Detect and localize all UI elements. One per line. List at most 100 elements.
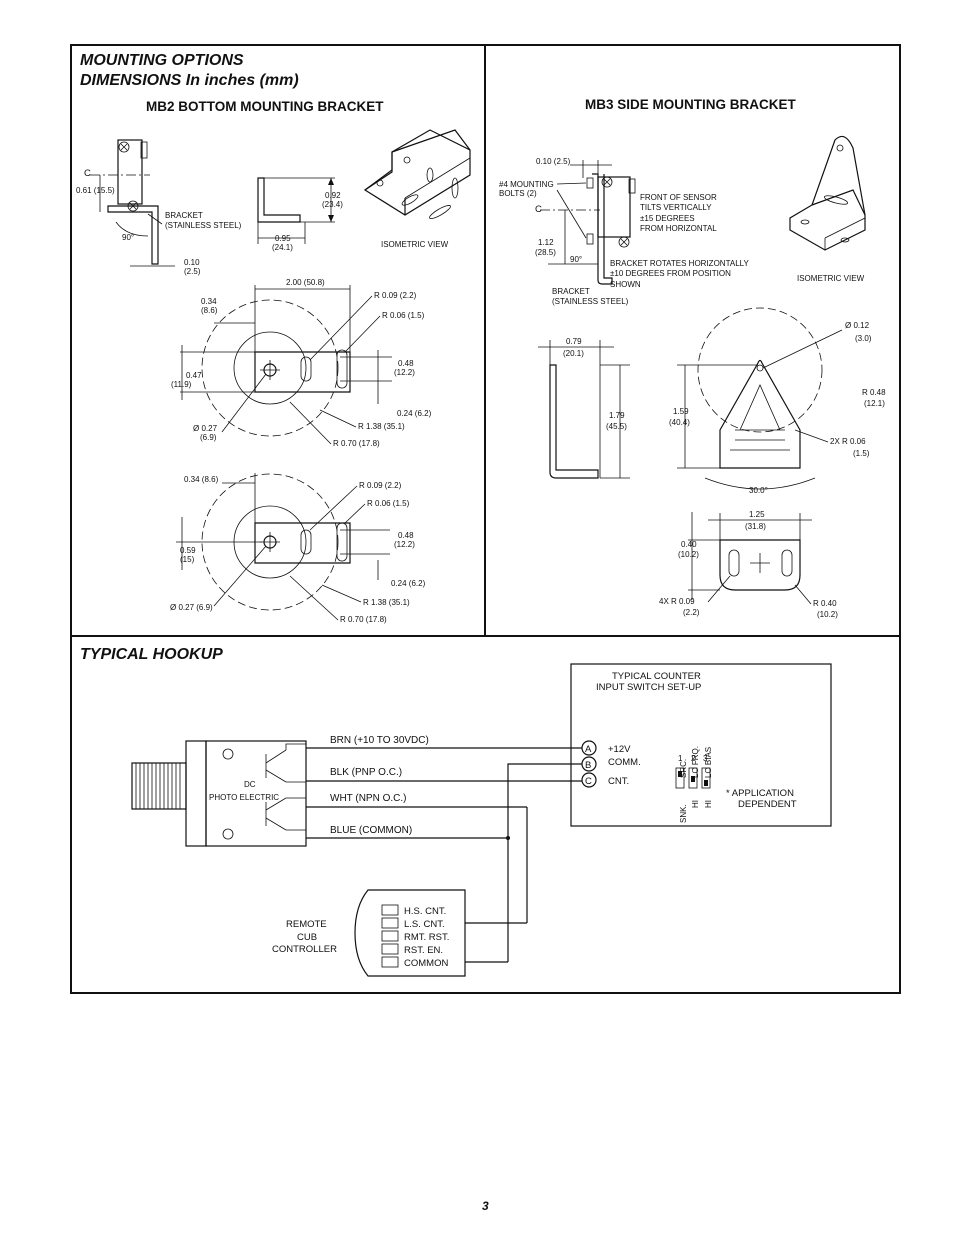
mb2-top-view: 2.00 (50.8) 0.34 (8.6) R 0.09 (2.2) R 0.…	[171, 278, 432, 448]
mb3-r009a: 4X R 0.09	[659, 597, 695, 606]
sensor-label-2: PHOTO ELECTRIC	[209, 793, 279, 802]
mb2-r138: R 1.38 (35.1)	[358, 422, 405, 431]
mb2-dim-095a: 0.95	[275, 234, 291, 243]
remote-input-common: COMMON	[404, 958, 448, 969]
mounting-title: MOUNTING OPTIONS	[80, 52, 244, 69]
mb3-angle-30: 30.0°	[749, 486, 768, 495]
mb3-angle-90: 90°	[570, 255, 582, 264]
mb2-alt-r138: R 1.38 (35.1)	[363, 598, 410, 607]
mb3-dim-040a: 0.40	[681, 540, 697, 549]
switch-num-1: 1	[678, 754, 683, 763]
mb2-dim-034b: (8.6)	[201, 306, 218, 315]
terminal-a-label: +12V	[608, 744, 631, 755]
mb3-rot-b: ±10 DEGREES FROM POSITION	[610, 269, 731, 278]
counter-title-2: INPUT SWITCH SET-UP	[596, 682, 701, 693]
mb2-dim-010b: (2.5)	[184, 267, 201, 276]
wire-brn: BRN (+10 TO 30VDC)	[330, 735, 429, 746]
mb2-bracket-profile: 0.92 (23.4) 0.95 (24.1)	[257, 177, 343, 252]
counter-title-1: TYPICAL COUNTER	[612, 671, 701, 682]
dip-switch-1	[675, 767, 685, 789]
dimensions-title: DIMENSIONS In inches (mm)	[80, 72, 299, 89]
wire-wht: WHT (NPN O.C.)	[330, 793, 406, 804]
mb3-dim-125b: (31.8)	[745, 522, 766, 531]
mb3-r048a: R 0.48	[862, 388, 886, 397]
mb2-dim-034-full: 0.34 (8.6)	[184, 475, 219, 484]
mb2-r009: R 0.09 (2.2)	[374, 291, 417, 300]
mb2-bracket-note-2: (STAINLESS STEEL)	[165, 221, 242, 230]
mb2-alt-r009: R 0.09 (2.2)	[359, 481, 402, 490]
mb2-r070: R 0.70 (17.8)	[333, 439, 380, 448]
mb2-dim-095b: (24.1)	[272, 243, 293, 252]
mb3-tilt-d: FROM HORIZONTAL	[640, 224, 717, 233]
mb2-isometric: ISOMETRIC VIEW	[363, 129, 471, 249]
mb2-dia027-full: Ø 0.27 (6.9)	[170, 603, 213, 612]
mb2-alt-r006: R 0.06 (1.5)	[367, 499, 410, 508]
sensor-label-1: DC	[244, 780, 256, 789]
mb3-side-view: 0.10 (2.5) #4 MOUNTING BOLTS (2) C 1.12 …	[499, 157, 750, 306]
switch-label-lobias: LO BIAS	[704, 747, 713, 778]
mb3-rot-a: BRACKET ROTATES HORIZONTALLY	[610, 259, 750, 268]
mb3-isometric-label: ISOMETRIC VIEW	[797, 274, 865, 283]
remote-label-1: REMOTE	[286, 919, 327, 930]
mb2-dim-092a: 0.92	[325, 191, 341, 200]
mb3-r040a: R 0.40	[813, 599, 837, 608]
mb3-bottom-view: 1.25 (31.8) 0.40 (10.2) 4X R 0.09 (2.2) …	[659, 510, 838, 619]
hookup-title: TYPICAL HOOKUP	[80, 646, 223, 663]
mb3-dim-112b: (28.5)	[535, 248, 556, 257]
mb3-r009b: (2.2)	[683, 608, 700, 617]
mb3-header: MB3 SIDE MOUNTING BRACKET	[585, 97, 797, 112]
dip-switch-3	[701, 767, 711, 789]
mb3-bolts-a: #4 MOUNTING	[499, 180, 554, 189]
remote-input-ls: L.S. CNT.	[404, 919, 445, 930]
mb3-tilt-b: TILTS VERTICALLY	[640, 203, 712, 212]
mb2-dim-200: 2.00 (50.8)	[286, 278, 325, 287]
mb2-header: MB2 BOTTOM MOUNTING BRACKET	[146, 99, 384, 114]
mb2-alt-dim-048b: (12.2)	[394, 540, 415, 549]
mb2-alt-dim-048a: 0.48	[398, 531, 414, 540]
mb2-dim-048a: 0.48	[398, 359, 414, 368]
mb2-r006: R 0.06 (1.5)	[382, 311, 425, 320]
mb3-dim-159b: (40.4)	[669, 418, 690, 427]
mb3-r048b: (12.1)	[864, 399, 885, 408]
switch-label-hi-3: HI	[704, 800, 713, 808]
page-frame	[70, 44, 901, 994]
mb3-front-profile: 0.79 (20.1) 1.79 (45.5)	[538, 337, 630, 479]
mb2-dim-034a: 0.34	[201, 297, 217, 306]
switch-label-src: SRC.	[679, 759, 688, 778]
counter-box: TYPICAL COUNTER INPUT SWITCH SET-UP SRC.…	[570, 663, 832, 827]
mb2-top-view-alt: 0.34 (8.6) R 0.09 (2.2) R 0.06 (1.5) 0.4…	[170, 473, 426, 624]
mb3-dim-112a: 1.12	[538, 238, 554, 247]
remote-controller: REMOTE CUB CONTROLLER H.S. CNT. L.S. CNT…	[272, 889, 466, 977]
remote-label-3: CONTROLLER	[272, 944, 337, 955]
wiring: BRN (+10 TO 30VDC) BLK (PNP O.C.) WHT (N…	[306, 735, 582, 963]
mb3-face-view: 1.59 (40.4) Ø 0.12 (3.0) R 0.48 (12.1) 2…	[669, 307, 886, 495]
mb2-dim-092b: (23.4)	[322, 200, 343, 209]
mb3-bracket-a: BRACKET	[552, 287, 590, 296]
wire-blk: BLK (PNP O.C.)	[330, 767, 402, 778]
mb3-dia012b: (3.0)	[855, 334, 872, 343]
switch-num-3: 3	[703, 754, 708, 763]
terminal-b-label: COMM.	[608, 757, 641, 768]
mb2-dim-047a: 0.47	[186, 371, 202, 380]
mb2-centerline: C	[84, 168, 91, 179]
mb3-bolts-b: BOLTS (2)	[499, 189, 537, 198]
terminal-c-label: CNT.	[608, 776, 629, 787]
mb2-dia027a: Ø 0.27	[193, 424, 218, 433]
mb2-angle-90: 90°	[122, 233, 134, 242]
mb2-alt-dim-024: 0.24 (6.2)	[391, 579, 426, 588]
mb2-dim-061: 0.61 (15.5)	[76, 186, 115, 195]
mb2-dim-059a: 0.59	[180, 546, 196, 555]
mb2-side-view: C 0.61 (15.5) BRACKET (STAINLESS STEEL) …	[76, 139, 242, 276]
mb2-dim-059b: (15)	[180, 555, 195, 564]
application-note-2: DEPENDENT	[738, 799, 797, 810]
switch-num-2: 2	[691, 754, 696, 763]
mb3-dim-179b: (45.5)	[606, 422, 627, 431]
mb3-r006a: 2X R 0.06	[830, 437, 866, 446]
mb3-r040b: (10.2)	[817, 610, 838, 619]
mb3-isometric: ISOMETRIC VIEW	[789, 135, 866, 283]
mb3-dim-179a: 1.79	[609, 411, 625, 420]
mb3-dim-040b: (10.2)	[678, 550, 699, 559]
mb2-dim-024: 0.24 (6.2)	[397, 409, 432, 418]
page-number: 3	[482, 1199, 489, 1213]
